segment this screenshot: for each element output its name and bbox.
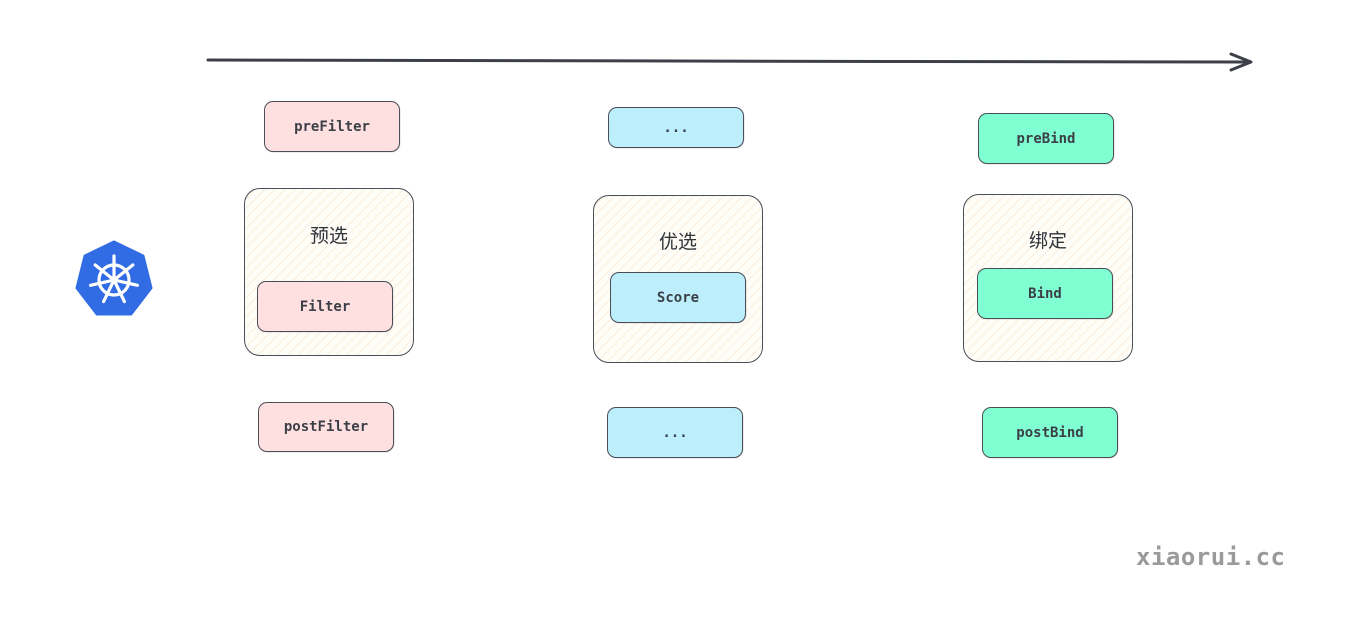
kubernetes-logo <box>74 240 154 325</box>
prebind-box: preBind <box>978 113 1114 164</box>
postscore-label: ... <box>662 424 688 441</box>
filter-box: Filter <box>257 281 393 332</box>
bind-label: Bind <box>1028 285 1062 302</box>
filter-stage-title: 预选 <box>309 225 348 247</box>
bind-stage-title: 绑定 <box>1028 230 1067 252</box>
score-label: Score <box>656 289 700 306</box>
filter-label: Filter <box>299 298 351 315</box>
prefilter-box: preFilter <box>264 101 400 152</box>
prebind-label: preBind <box>1016 130 1076 147</box>
postfilter-box: postFilter <box>258 402 394 452</box>
bind-box: Bind <box>977 268 1113 319</box>
watermark-text: xiaorui.cc <box>1136 543 1286 571</box>
score-stage-title: 优选 <box>658 231 697 253</box>
postbind-box: postBind <box>982 407 1118 458</box>
prescore-box: ... <box>608 107 744 148</box>
postfilter-label: postFilter <box>283 419 369 435</box>
arrow-right-icon <box>206 52 1253 72</box>
score-box: Score <box>610 272 746 323</box>
kubernetes-helm-icon <box>75 240 153 316</box>
prefilter-label: preFilter <box>294 118 370 135</box>
postbind-label: postBind <box>1016 424 1084 441</box>
postscore-box: ... <box>607 407 743 458</box>
prescore-label: ... <box>663 119 689 136</box>
